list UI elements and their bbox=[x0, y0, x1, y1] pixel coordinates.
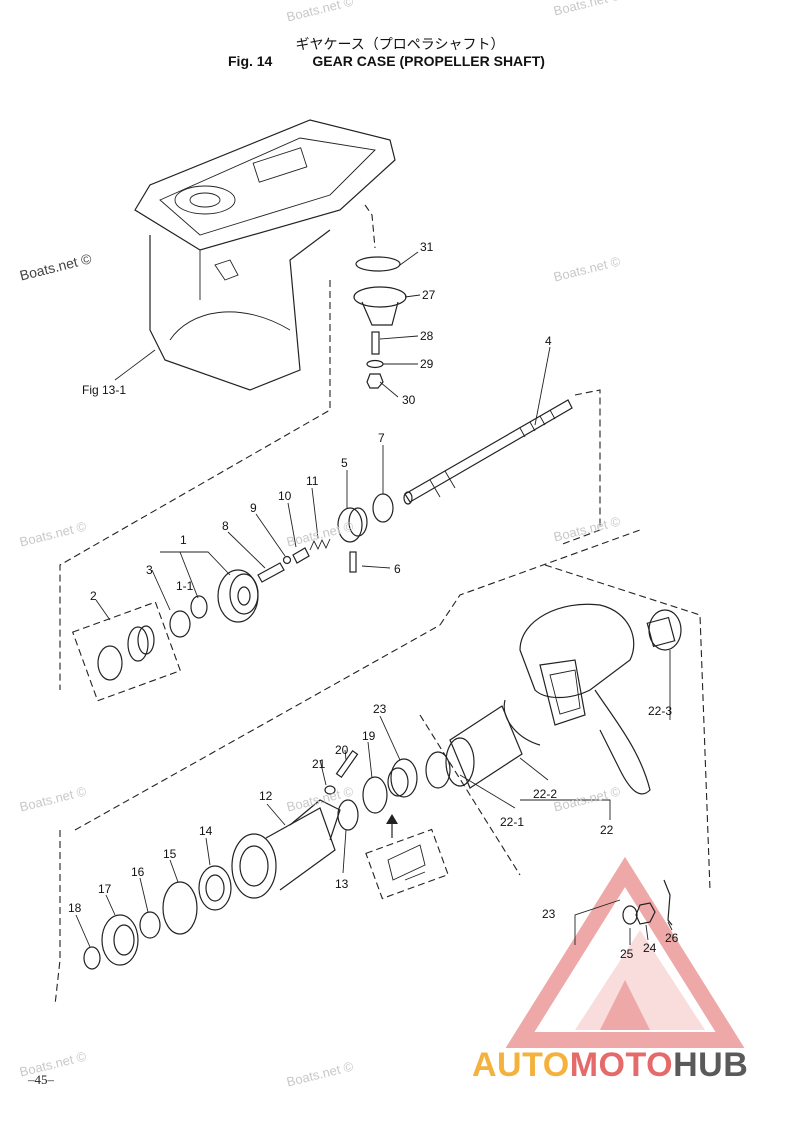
label-29: 29 bbox=[420, 357, 434, 371]
part-10-slider bbox=[292, 547, 310, 564]
part-17-reverse-gear bbox=[101, 914, 139, 966]
label-13: 13 bbox=[335, 877, 349, 891]
label-10: 10 bbox=[278, 489, 292, 503]
label-12: 12 bbox=[259, 789, 273, 803]
part-27-cover bbox=[353, 286, 407, 326]
label-31: 31 bbox=[420, 240, 434, 254]
label-2: 2 bbox=[90, 589, 97, 603]
part-4-propeller-shaft bbox=[403, 399, 573, 505]
part-12-bearing-housing bbox=[231, 799, 341, 899]
label-18: 18 bbox=[68, 901, 82, 915]
tool-arrow-head bbox=[386, 814, 398, 824]
brand-part-moto: MOTO bbox=[569, 1046, 674, 1084]
label-23-top: 23 bbox=[373, 702, 387, 716]
part-3-shim bbox=[169, 610, 191, 638]
part-19-gear bbox=[362, 776, 388, 814]
cover-dashed-line bbox=[364, 204, 376, 249]
figure-title-text: GEAR CASE (PROPELLER SHAFT) bbox=[312, 53, 545, 69]
part-labels: 31 27 28 29 30 4 7 5 6 11 10 9 8 1 1-1 3… bbox=[68, 240, 679, 961]
part-2-bearing bbox=[97, 625, 155, 681]
figure-title: Fig. 14 GEAR CASE (PROPELLER SHAFT) bbox=[228, 53, 545, 69]
part-28-stud bbox=[371, 331, 380, 355]
label-6: 6 bbox=[394, 562, 401, 576]
part-22-3-spline-washer bbox=[646, 609, 682, 651]
label-17: 17 bbox=[98, 882, 112, 896]
part-18-shim bbox=[83, 946, 101, 970]
brand-wordmark: AUTOMOTOHUB bbox=[472, 1046, 748, 1085]
label-24: 24 bbox=[643, 941, 657, 955]
label-22-3: 22-3 bbox=[648, 704, 672, 718]
part-31-seal bbox=[355, 256, 401, 272]
label-4: 4 bbox=[545, 334, 552, 348]
nut-group-bracket bbox=[574, 899, 621, 945]
label-15: 15 bbox=[163, 847, 177, 861]
label-14: 14 bbox=[199, 824, 213, 838]
part-2-bearing-group bbox=[71, 601, 182, 702]
label-16: 16 bbox=[131, 865, 145, 879]
lower-dashed-diagonal bbox=[74, 624, 441, 831]
part-23-spacer bbox=[387, 758, 418, 798]
part-8-push-rod bbox=[257, 562, 285, 583]
brand-part-auto: AUTO bbox=[472, 1046, 570, 1084]
propeller bbox=[503, 603, 651, 795]
label-8: 8 bbox=[222, 519, 229, 533]
part-1-1-bearing bbox=[190, 595, 208, 619]
label-22-2: 22-2 bbox=[533, 787, 557, 801]
part-22-2-bushing bbox=[445, 705, 523, 789]
label-21: 21 bbox=[312, 757, 326, 771]
gear-case-housing bbox=[134, 119, 396, 391]
label-5: 5 bbox=[341, 456, 348, 470]
page-number: –45– bbox=[28, 1072, 54, 1087]
label-9: 9 bbox=[250, 501, 257, 515]
label-20: 20 bbox=[335, 743, 349, 757]
tool-inset-box bbox=[365, 828, 449, 900]
label-19: 19 bbox=[362, 729, 376, 743]
part-1-forward-gear bbox=[217, 569, 259, 623]
part-5-clutch bbox=[337, 507, 368, 543]
propeller-dashed-line bbox=[544, 564, 711, 891]
label-22: 22 bbox=[600, 823, 614, 837]
part-11-spring bbox=[309, 538, 331, 551]
label-30: 30 bbox=[402, 393, 416, 407]
housing-dashed-boundary bbox=[59, 280, 331, 690]
part-20-bolt bbox=[335, 749, 359, 779]
brand-part-hub: HUB bbox=[673, 1046, 749, 1084]
label-22-1: 22-1 bbox=[500, 815, 524, 829]
part-16-shim bbox=[139, 911, 161, 939]
tool-inset-drawing bbox=[387, 844, 426, 881]
part-22-1-thrust-washer bbox=[425, 751, 451, 789]
part-14-bearing bbox=[198, 865, 232, 911]
title-japanese: ギヤケース（プロペラシャフト） bbox=[295, 37, 505, 53]
upper-dashed-link bbox=[439, 529, 641, 626]
label-23-bottom: 23 bbox=[542, 907, 556, 921]
label-26: 26 bbox=[665, 931, 679, 945]
prop-nut-dashed-line bbox=[419, 714, 521, 876]
leader-lines bbox=[75, 251, 673, 948]
shaft-dashed-line bbox=[559, 389, 601, 546]
part-30-nut bbox=[366, 373, 384, 389]
part-24-nut bbox=[635, 902, 656, 925]
part-25-washer bbox=[622, 905, 638, 925]
label-27: 27 bbox=[422, 288, 436, 302]
part-13-bearing bbox=[337, 799, 359, 831]
label-25: 25 bbox=[620, 947, 634, 961]
part-9-ball bbox=[282, 555, 292, 565]
label-11: 11 bbox=[306, 474, 319, 488]
label-7: 7 bbox=[378, 431, 385, 445]
label-3: 3 bbox=[146, 563, 153, 577]
part-26-cotter-pin bbox=[663, 879, 673, 926]
part-21-washer bbox=[324, 785, 336, 795]
label-fig-13-1: Fig 13-1 bbox=[82, 383, 126, 397]
label-1: 1 bbox=[180, 533, 187, 547]
part-15-o-ring bbox=[162, 881, 198, 935]
part-7-ring bbox=[372, 493, 394, 523]
brand-logo-triangles bbox=[505, 856, 745, 1048]
label-28: 28 bbox=[420, 329, 434, 343]
part-29-washer bbox=[366, 359, 384, 369]
part-6-pin bbox=[349, 551, 357, 573]
lower-dashed-boundary bbox=[54, 830, 61, 1006]
figure-number: Fig. 14 bbox=[228, 53, 273, 69]
label-1-1: 1-1 bbox=[176, 579, 194, 593]
